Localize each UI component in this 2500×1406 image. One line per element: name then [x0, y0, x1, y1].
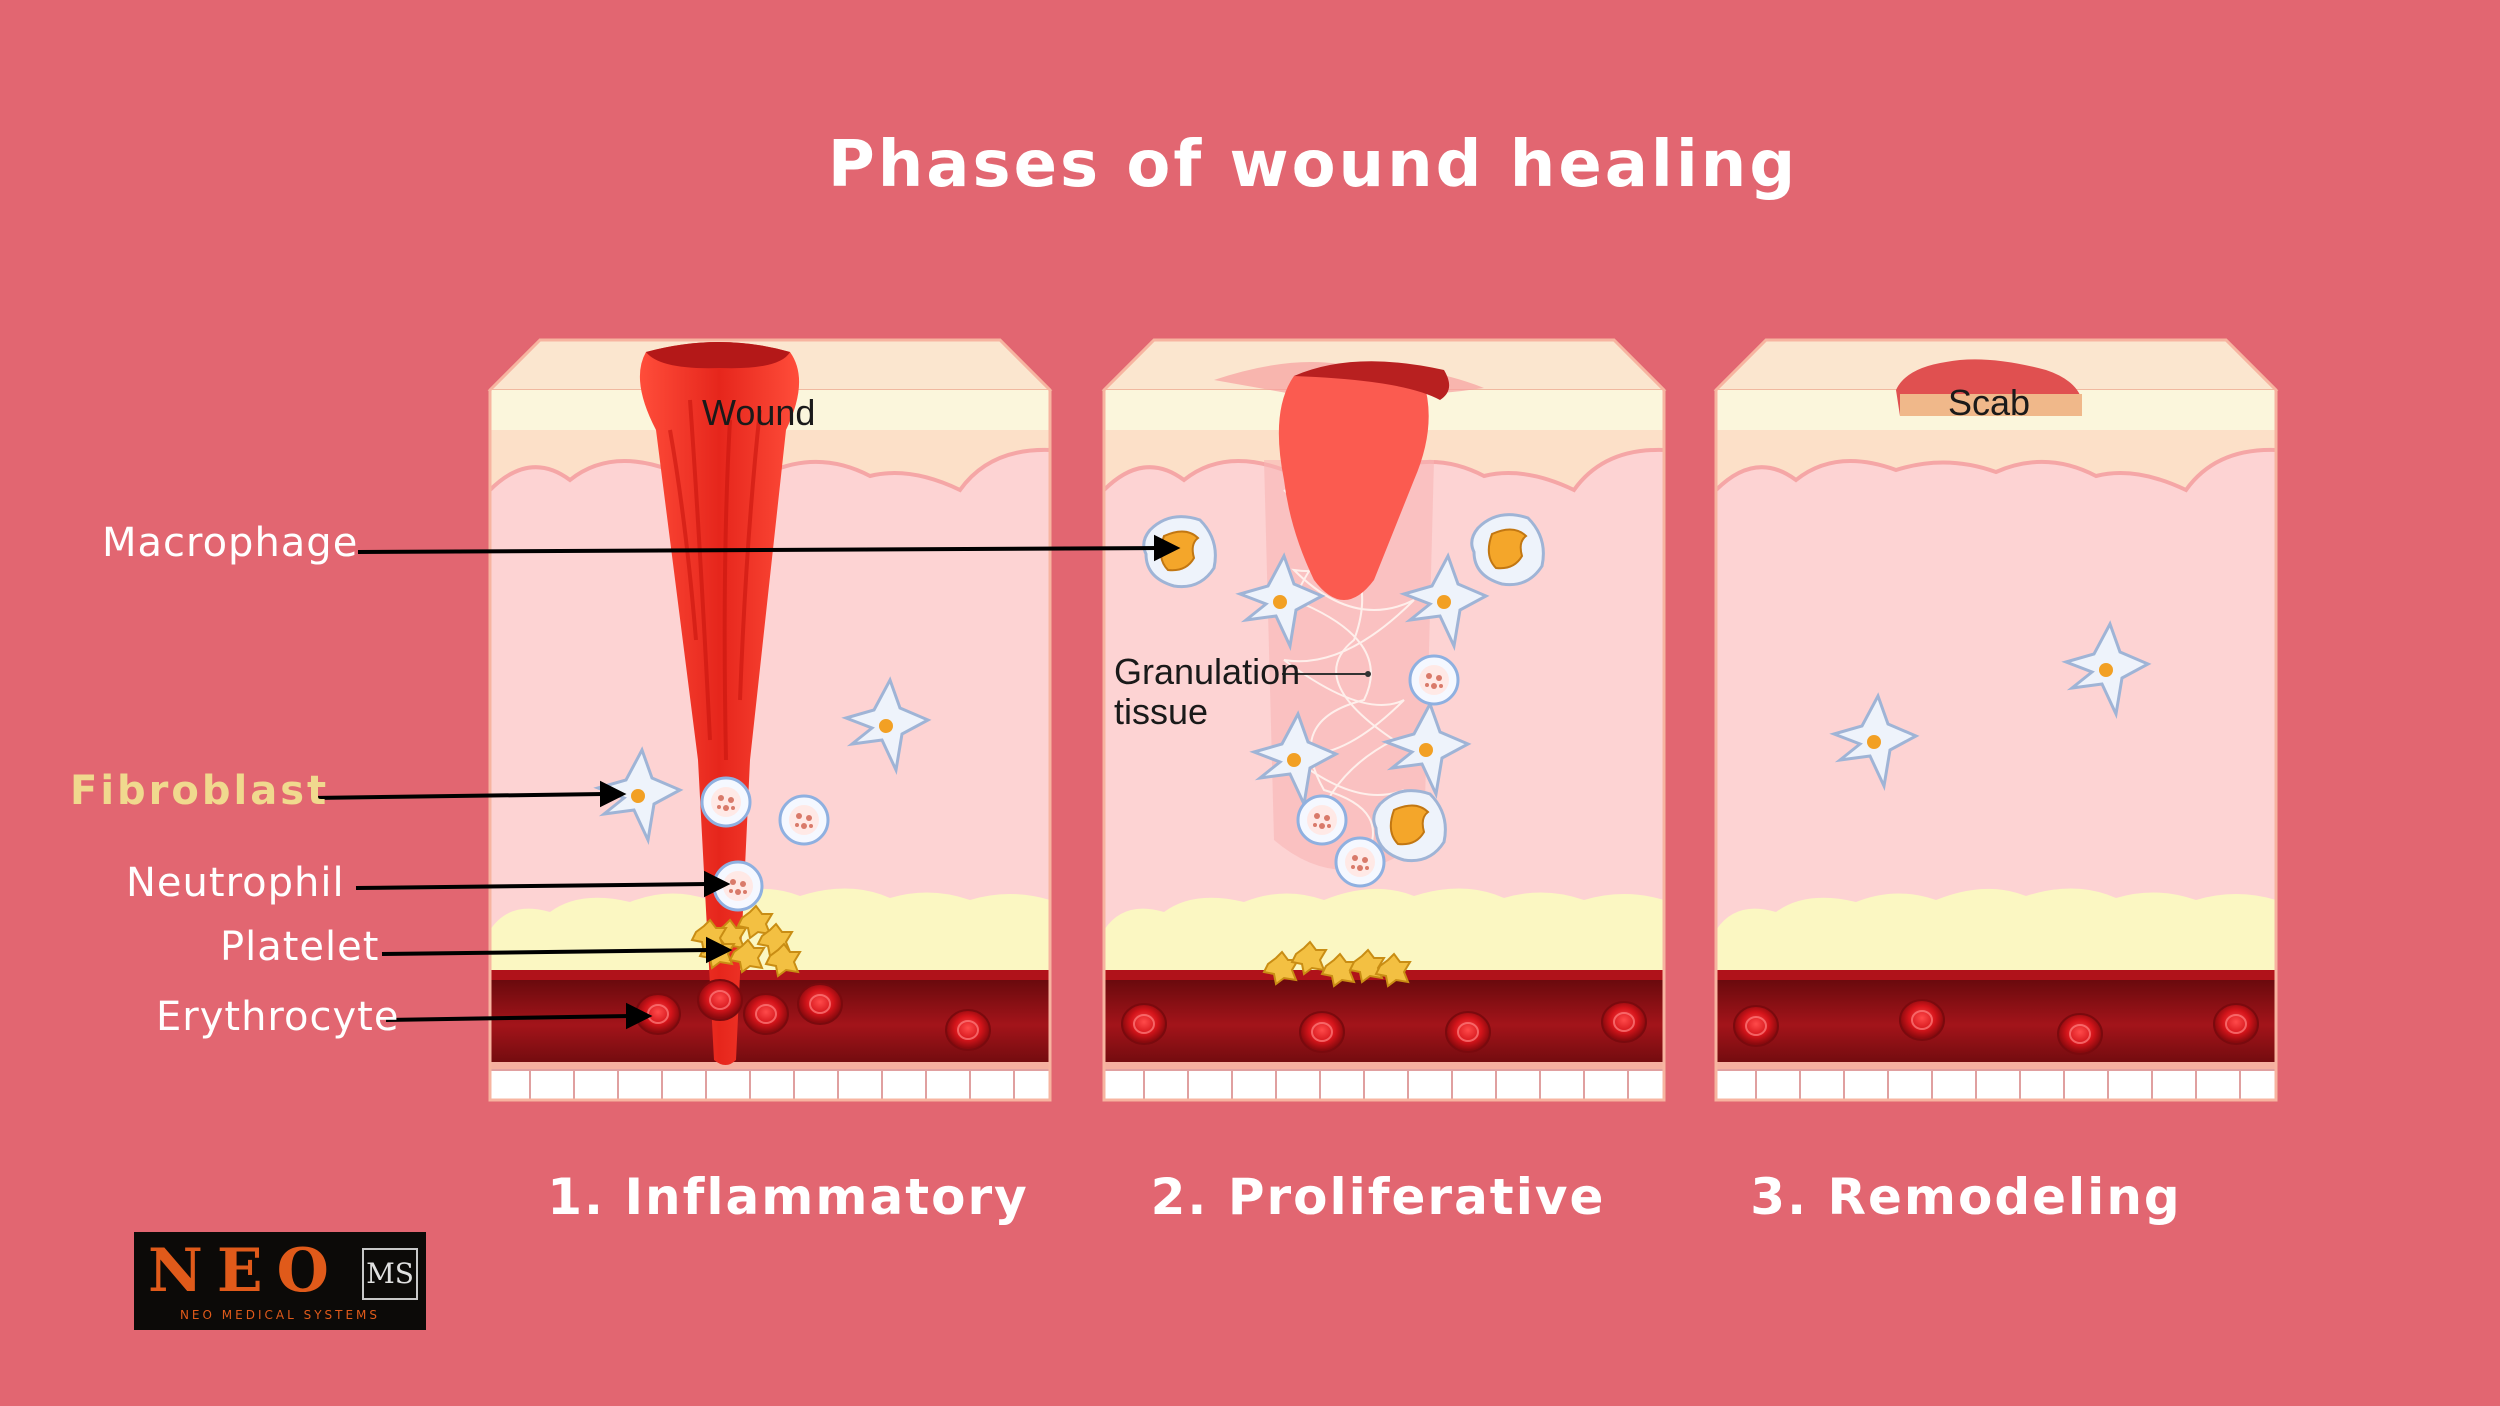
macrophage-cell	[1372, 789, 1447, 863]
erythrocyte-cell	[1899, 999, 1945, 1041]
label-granulation-tissue: Granulation tissue	[1114, 651, 1301, 732]
neutrophil-arrow	[355, 882, 709, 890]
neutrophil-cell	[1296, 794, 1348, 846]
leader-arrows	[311, 534, 1181, 1030]
neutrophil-cell	[1408, 654, 1460, 706]
erythrocyte-cell	[1733, 1005, 1779, 1047]
label-macrophage: Macrophage	[102, 520, 359, 566]
phase-label-inflammatory: 1. Inflammatory	[547, 1168, 1029, 1226]
label-wound: Wound	[702, 392, 816, 433]
erythrocyte-cell	[743, 993, 789, 1035]
erythrocyte-cell	[1121, 1003, 1167, 1045]
panel-proliferative	[1102, 338, 1666, 1102]
macrophage-arrow	[357, 546, 1159, 554]
logo-tagline: NEO MEDICAL SYSTEMS	[179, 1308, 381, 1322]
neutrophil-cell	[1334, 836, 1386, 888]
erythrocyte-cell	[1445, 1011, 1491, 1053]
wound-shape	[639, 342, 800, 1065]
label-neutrophil: Neutrophil	[126, 860, 345, 906]
erythrocyte-cell	[1601, 1001, 1647, 1043]
phase-label-proliferative: 2. Proliferative	[1150, 1168, 1606, 1226]
label-scab: Scab	[1948, 382, 2031, 423]
panel-inflammatory	[488, 338, 1052, 1102]
neutrophil-cell	[700, 776, 752, 828]
macrophage-cell	[1470, 513, 1545, 587]
neo-logo: NEO MS NEO MEDICAL SYSTEMS	[134, 1232, 426, 1330]
erythrocyte-cell	[797, 983, 843, 1025]
erythrocyte-cell	[1299, 1011, 1345, 1053]
erythrocyte-cell	[2213, 1003, 2259, 1045]
logo-ms-badge: MS	[362, 1248, 418, 1300]
erythrocyte-cell	[945, 1009, 991, 1051]
label-platelet: Platelet	[220, 924, 380, 970]
platelet-arrow	[381, 948, 711, 956]
panel-remodeling	[1714, 338, 2278, 1102]
label-erythrocyte: Erythrocyte	[156, 994, 400, 1040]
page-title: Phases of wound healing	[827, 128, 1799, 202]
erythrocyte-cell	[2057, 1013, 2103, 1055]
wound-shape	[1278, 367, 1429, 600]
erythrocyte-arrow	[385, 1014, 631, 1022]
phase-label-remodeling: 3. Remodeling	[1750, 1168, 2182, 1226]
logo-letters: NEO	[148, 1236, 343, 1306]
neutrophil-cell	[778, 794, 830, 846]
label-fibroblast: Fibroblast	[70, 768, 330, 814]
erythrocyte-cell	[697, 979, 743, 1021]
fibroblast-arrow	[311, 792, 605, 800]
